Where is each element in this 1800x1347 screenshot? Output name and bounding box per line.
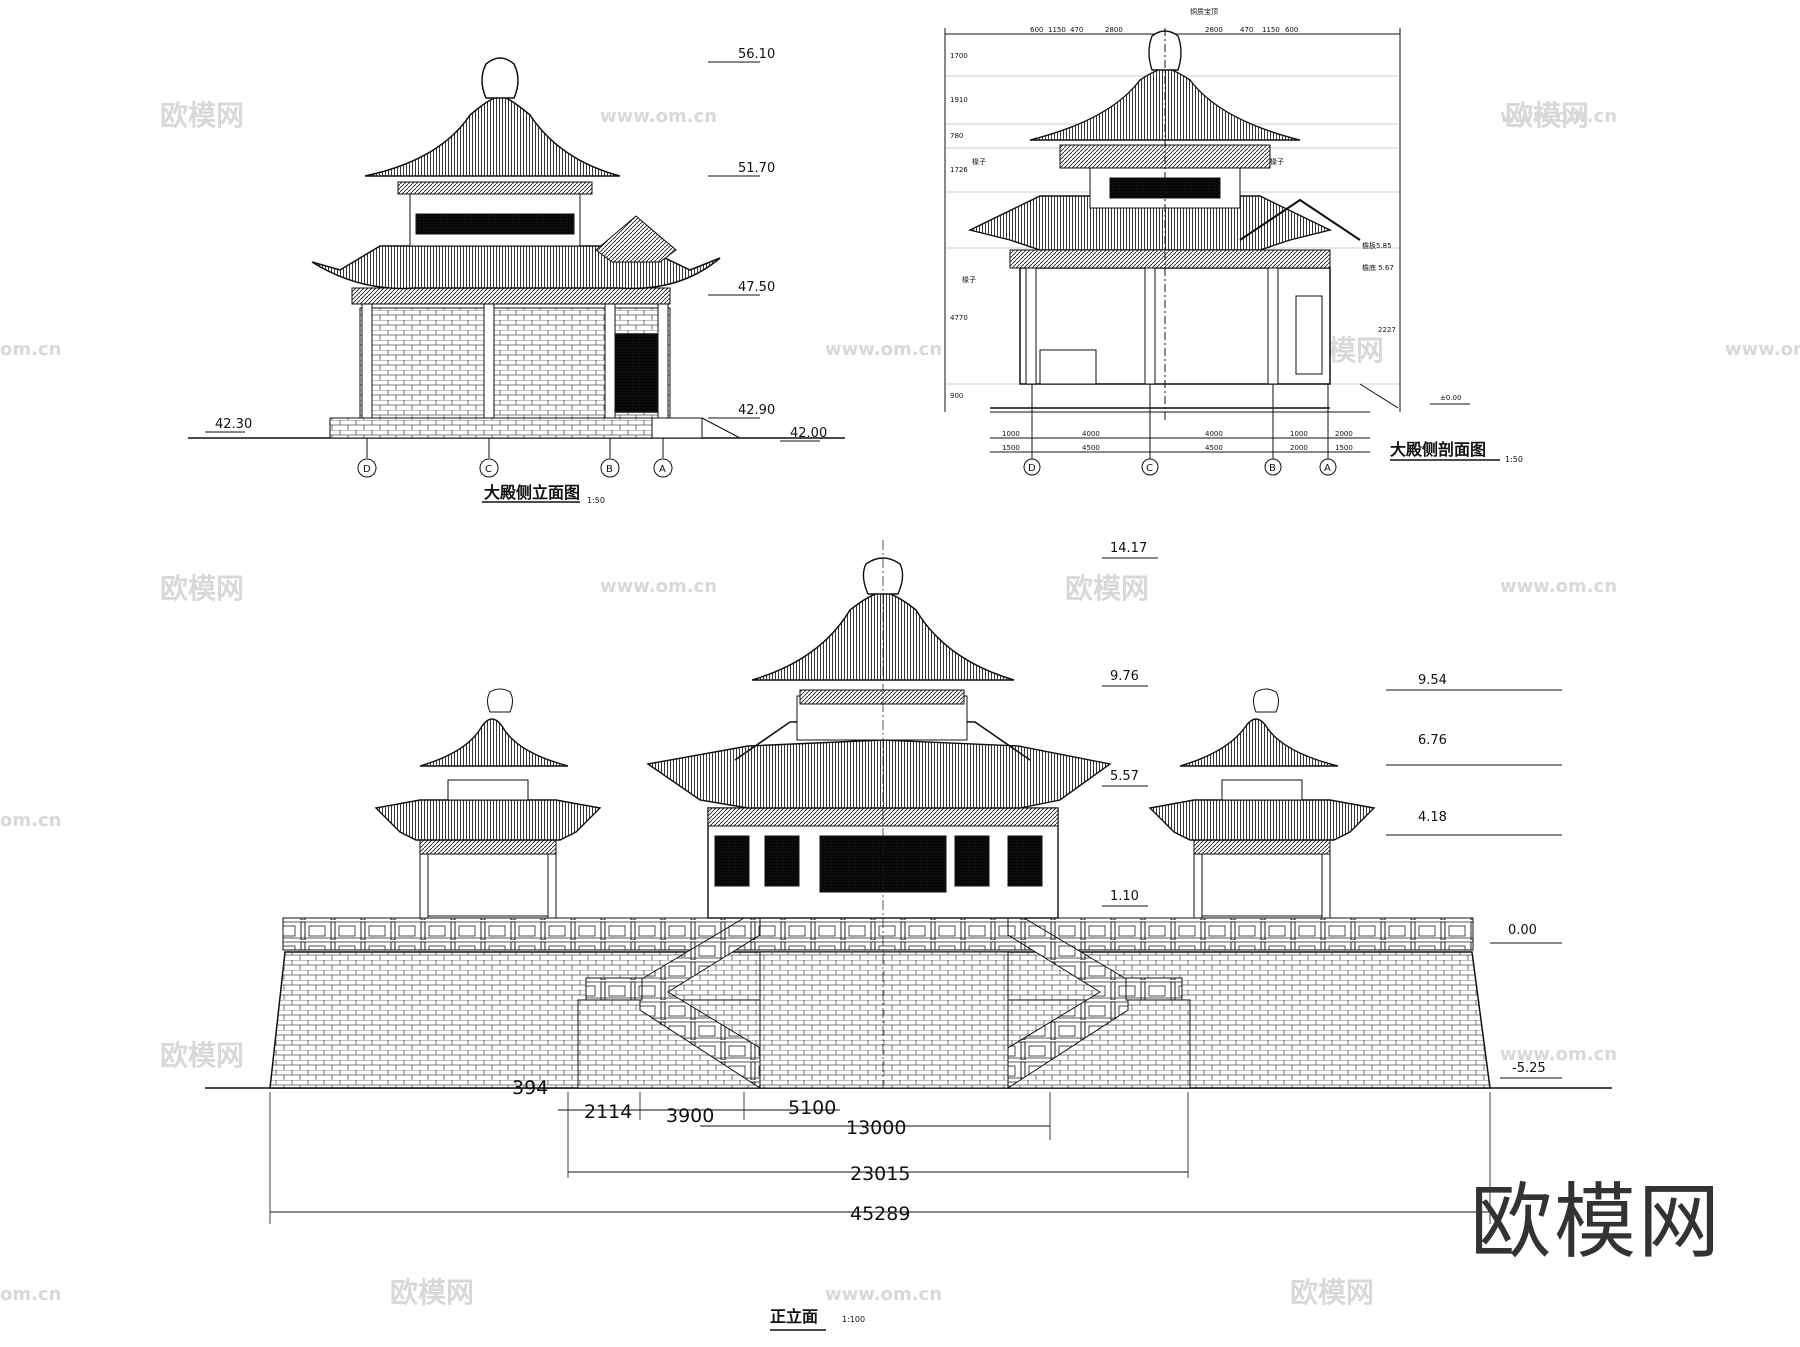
watermark-logo: 欧模网: [1470, 1175, 1723, 1270]
front-elevation-drawing: [205, 540, 1612, 1331]
section-bottom-dim: 1500: [1002, 444, 1020, 452]
section-top-dim: 600: [1285, 26, 1298, 34]
watermark-brand: 欧模网: [390, 1276, 474, 1309]
axis-label: D: [1028, 463, 1036, 474]
axis-label: A: [1324, 463, 1331, 474]
side-elevation-level: 42.90: [738, 403, 775, 418]
watermark-url: om.cn: [0, 810, 61, 831]
section-top-dim: 1150: [1048, 26, 1066, 34]
watermark-url: www.om.cn: [600, 576, 717, 597]
section-bottom-dim: 4500: [1082, 444, 1100, 452]
watermark-url: www.om.cn: [1500, 106, 1617, 127]
front-dimension: 45289: [850, 1203, 910, 1225]
watermark-url: www.om.cn: [1725, 339, 1800, 360]
front-elevation-title: 正立面: [770, 1307, 818, 1326]
side-elevation-scale: 1:50: [587, 496, 605, 505]
side-section-title: 大殿侧剖面图: [1390, 440, 1486, 459]
section-label: 檐底 5.67: [1362, 263, 1394, 272]
section-bottom-dim: 2000: [1290, 444, 1308, 452]
section-bottom-dim: 1500: [1335, 444, 1353, 452]
watermark-brand: 欧模网: [160, 1039, 244, 1072]
front-elevation-scale: 1:100: [842, 1315, 865, 1324]
front-dimension: 5100: [788, 1097, 836, 1119]
watermark-brand: 欧模网: [160, 99, 244, 132]
front-level-right: 6.76: [1418, 733, 1447, 748]
section-height-dim: 1910: [950, 96, 968, 104]
axis-label: D: [363, 464, 371, 475]
watermark-brand: 欧模网: [1290, 1276, 1374, 1309]
side-elevation-level: 47.50: [738, 280, 775, 295]
side-section-scale: 1:50: [1505, 455, 1523, 464]
side-elevation-level: 42.00: [790, 426, 827, 441]
side-elevation-drawing: [188, 57, 845, 503]
section-height-dim: 1700: [950, 52, 968, 60]
side-section-drawing: [944, 28, 1500, 476]
section-bottom-dim: 4000: [1205, 430, 1223, 438]
front-dimension: 2114: [584, 1101, 632, 1123]
watermark-url: www.om.cn: [825, 1284, 942, 1305]
axis-label: A: [659, 464, 666, 475]
section-top-dim: 470: [1240, 26, 1253, 34]
front-dimension: 13000: [846, 1117, 906, 1139]
side-elevation-level: 51.70: [738, 161, 775, 176]
front-level-center: 14.17: [1110, 541, 1147, 556]
watermark-layer: 欧模网 欧模网 欧模网 欧模网 欧模网 欧模网 欧模网 欧模网 www.om.c…: [0, 99, 1800, 1309]
section-label: 椽子: [1270, 157, 1284, 166]
section-top-dim: 470: [1070, 26, 1083, 34]
section-top-dim: 2800: [1105, 26, 1123, 34]
watermark-brand: 欧模网: [160, 572, 244, 605]
section-label: 椽子: [972, 157, 986, 166]
side-elevation-level: 42.30: [215, 417, 252, 432]
section-height-dim: 900: [950, 392, 963, 400]
axis-label: B: [1269, 463, 1276, 474]
front-dimension: 3900: [666, 1105, 714, 1127]
section-bottom-dim: 2000: [1335, 430, 1353, 438]
axis-label: B: [606, 464, 613, 475]
section-label: 铜质宝顶: [1190, 7, 1218, 16]
section-bottom-dim: 1000: [1002, 430, 1020, 438]
watermark-url: www.om.cn: [1500, 1044, 1617, 1065]
front-level-right: 4.18: [1418, 810, 1447, 825]
watermark-url: www.om.cn: [825, 339, 942, 360]
side-elevation-title: 大殿侧立面图: [484, 483, 580, 502]
front-dimension: 23015: [850, 1163, 910, 1185]
section-height-dim: 780: [950, 132, 963, 140]
section-height-dim: 4770: [950, 314, 968, 322]
section-height-dim: 1726: [950, 166, 968, 174]
section-label: 椽子: [962, 275, 976, 284]
front-dimension: 394: [512, 1077, 548, 1099]
section-level-zero: ±0.00: [1440, 394, 1461, 402]
watermark-url: www.om.cn: [1500, 576, 1617, 597]
axis-label: C: [1146, 463, 1153, 474]
section-top-dim: 600: [1030, 26, 1043, 34]
watermark-brand: 欧模网: [1505, 99, 1589, 132]
section-bottom-dim: 4500: [1205, 444, 1223, 452]
front-level-right: -5.25: [1512, 1061, 1546, 1076]
front-level-center: 5.57: [1110, 769, 1139, 784]
front-level-right: 0.00: [1508, 923, 1537, 938]
side-elevation-level: 56.10: [738, 47, 775, 62]
watermark-url: om.cn: [0, 1284, 61, 1305]
section-bottom-dim: 1000: [1290, 430, 1308, 438]
watermark-url: www.om.cn: [600, 106, 717, 127]
section-label: 檐板5.85: [1362, 241, 1392, 250]
section-bottom-dim: 4000: [1082, 430, 1100, 438]
watermark-brand: 欧模网: [1065, 572, 1149, 605]
front-level-center: 1.10: [1110, 889, 1139, 904]
section-top-dim: 2800: [1205, 26, 1223, 34]
front-level-right: 9.54: [1418, 673, 1447, 688]
section-top-dim: 1150: [1262, 26, 1280, 34]
watermark-url: om.cn: [0, 339, 61, 360]
section-height-dim: 2227: [1378, 326, 1396, 334]
axis-label: C: [485, 464, 492, 475]
front-level-center: 9.76: [1110, 669, 1139, 684]
